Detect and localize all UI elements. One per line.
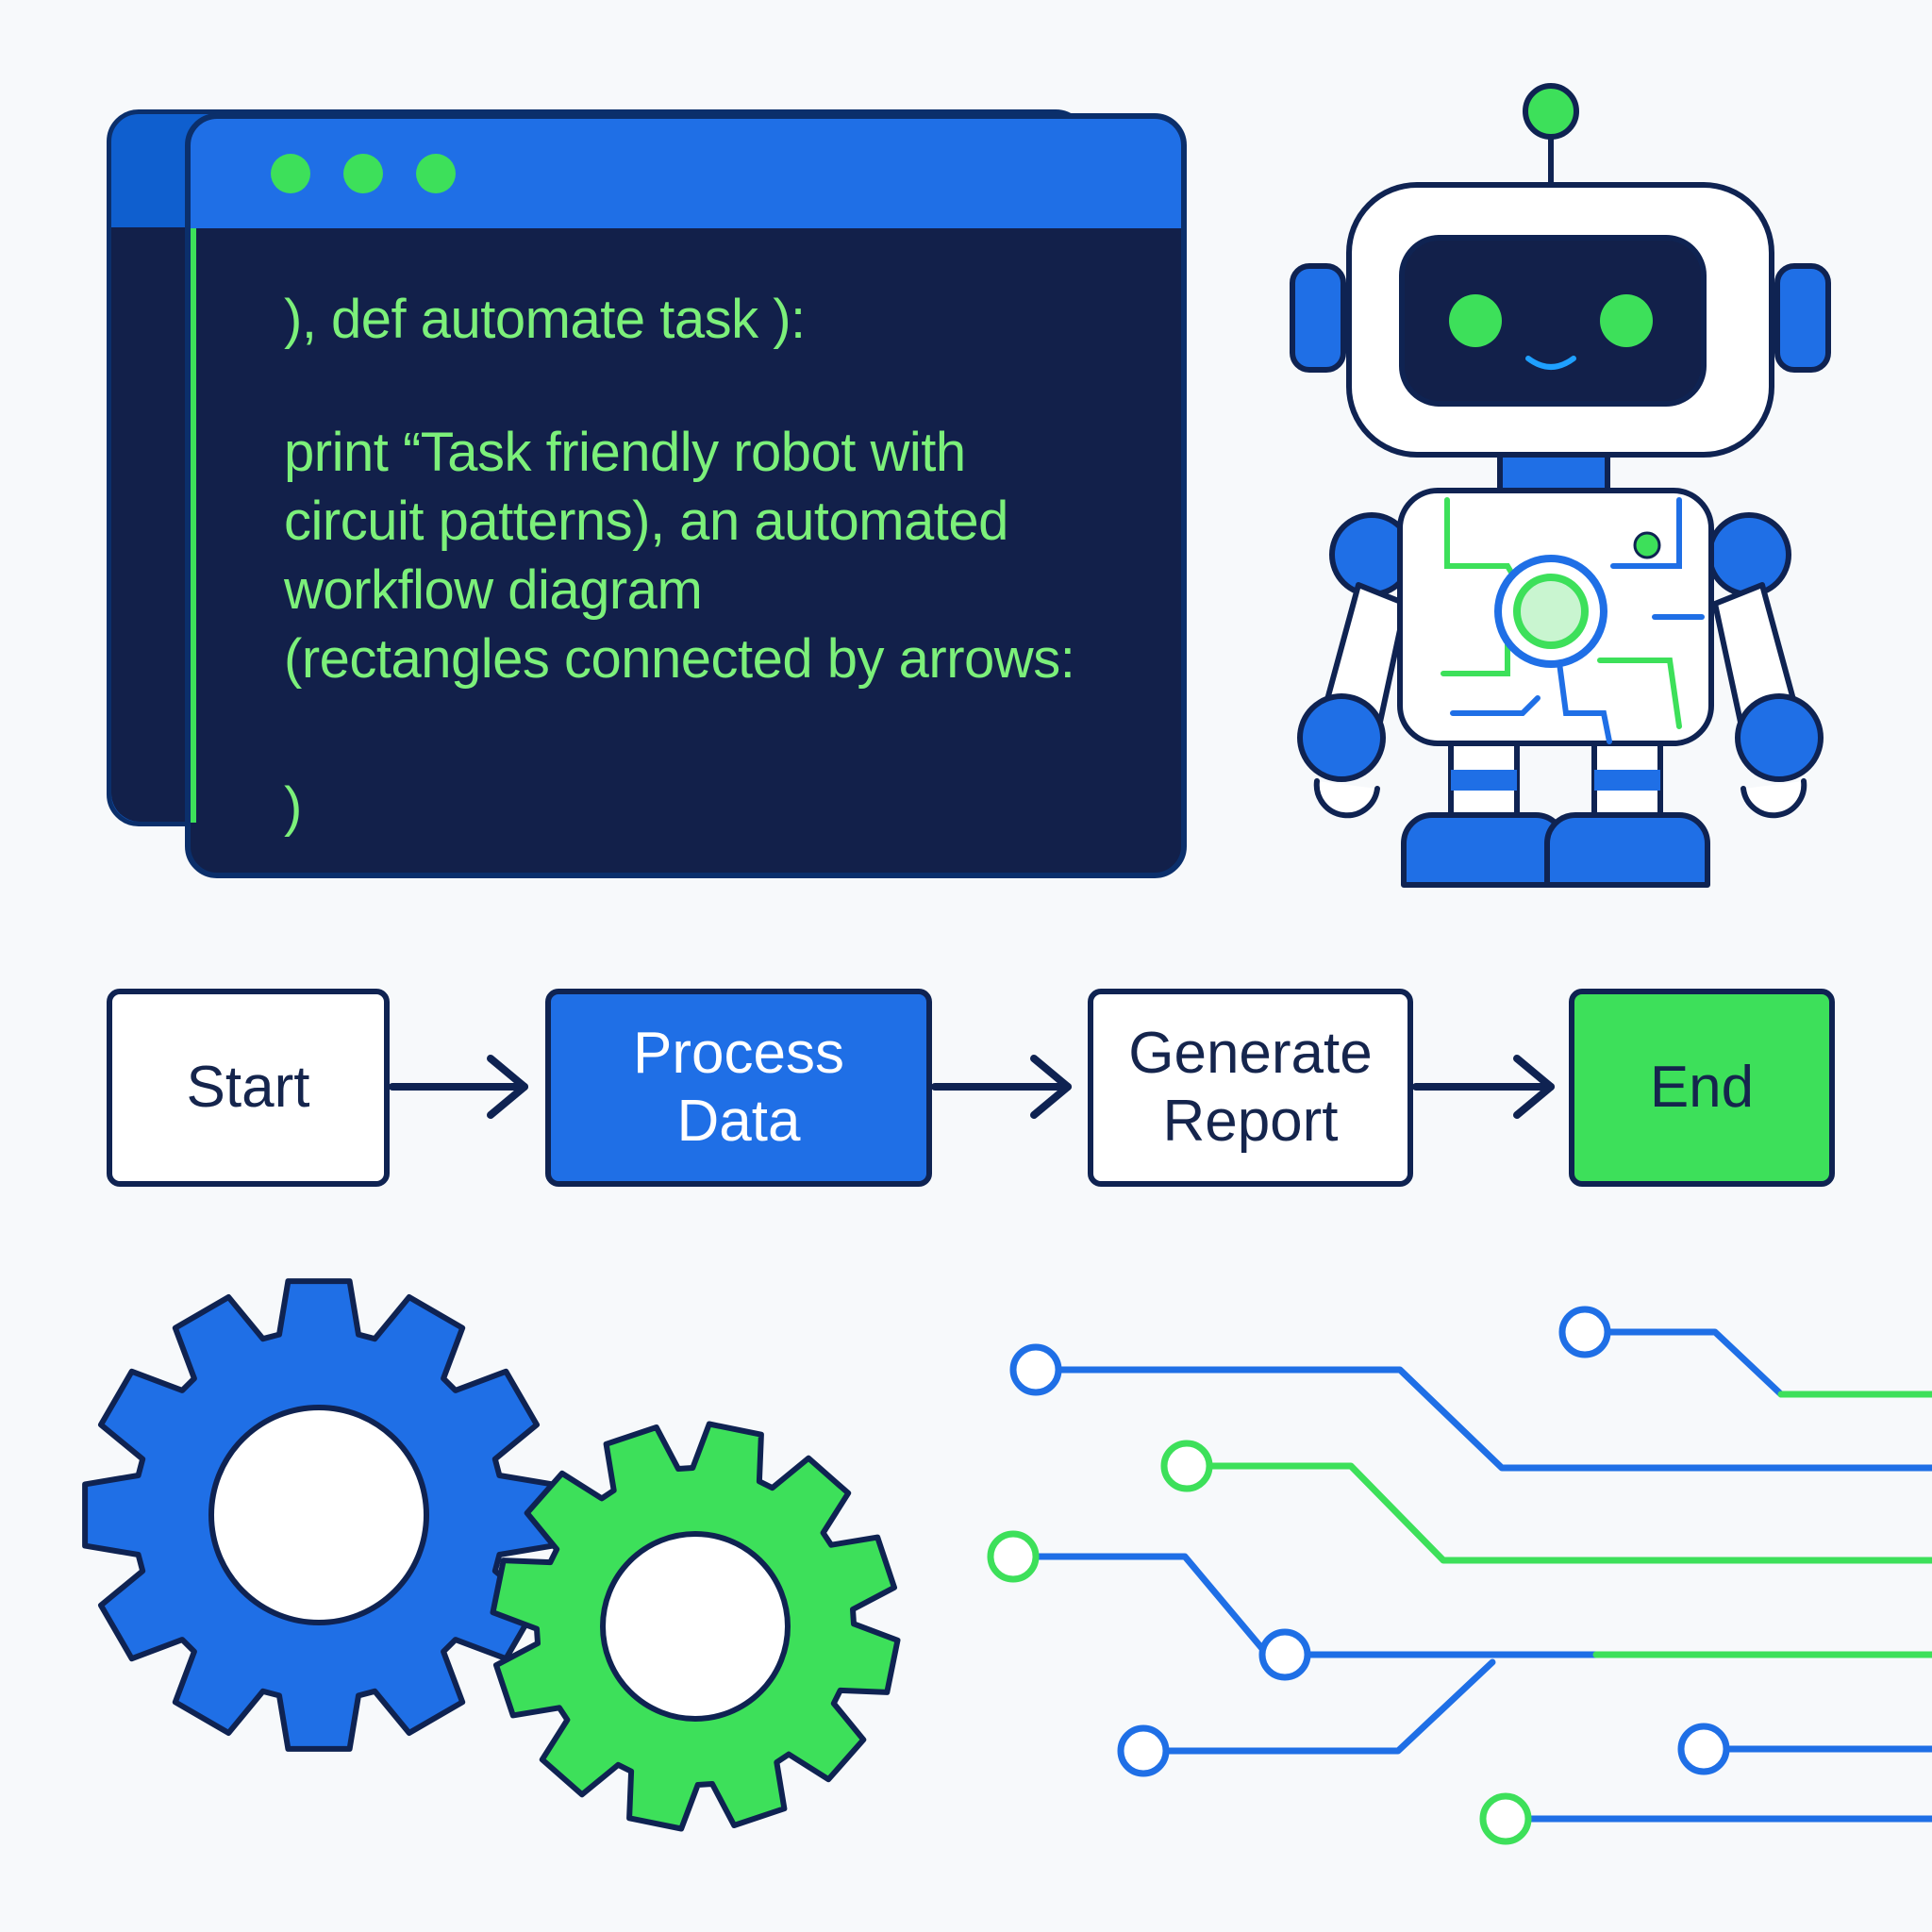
window-dot-icon [416,154,456,193]
workflow-step-label: Process [633,1021,844,1086]
code-gutter-line [191,228,196,823]
robot-icon [1290,83,1831,888]
gear-icon [82,1278,556,1752]
workflow-step-label: End [1649,1055,1755,1120]
code-line: ) [284,776,302,838]
workflow-step-generate-report: Generate Report [1088,989,1413,1187]
code-line: (rectangles connected by arrows: [284,628,1075,690]
code-window-title-bar [191,119,1181,228]
code-line: circuit patterns), an automated [284,491,1008,552]
window-dot-icon [343,154,383,193]
arrow-right-icon [1412,1055,1555,1119]
gear-icon [490,1421,901,1832]
code-line: ), def automate task ): [284,289,806,350]
code-window: ), def automate task ): print “Task frie… [107,109,1187,878]
arrow-right-icon [389,1055,528,1119]
code-block: ), def automate task ): print “Task frie… [284,285,1133,841]
code-line: print “Task friendly robot with [284,422,966,483]
workflow-step-label: Report [1162,1089,1339,1154]
workflow-step-process-data: Process Data [545,989,932,1187]
workflow-step-end: End [1569,989,1835,1187]
window-dot-icon [271,154,310,193]
arrow-right-icon [931,1055,1072,1119]
gear-hole [208,1405,429,1625]
code-window-front-panel: ), def automate task ): print “Task frie… [185,113,1187,878]
workflow-step-label: Generate [1128,1021,1373,1086]
workflow-step-label: Start [186,1055,310,1120]
gear-hole [600,1531,791,1722]
workflow-step-start: Start [107,989,390,1187]
code-line: workflow diagram [284,559,703,621]
workflow-step-label: Data [676,1089,801,1154]
